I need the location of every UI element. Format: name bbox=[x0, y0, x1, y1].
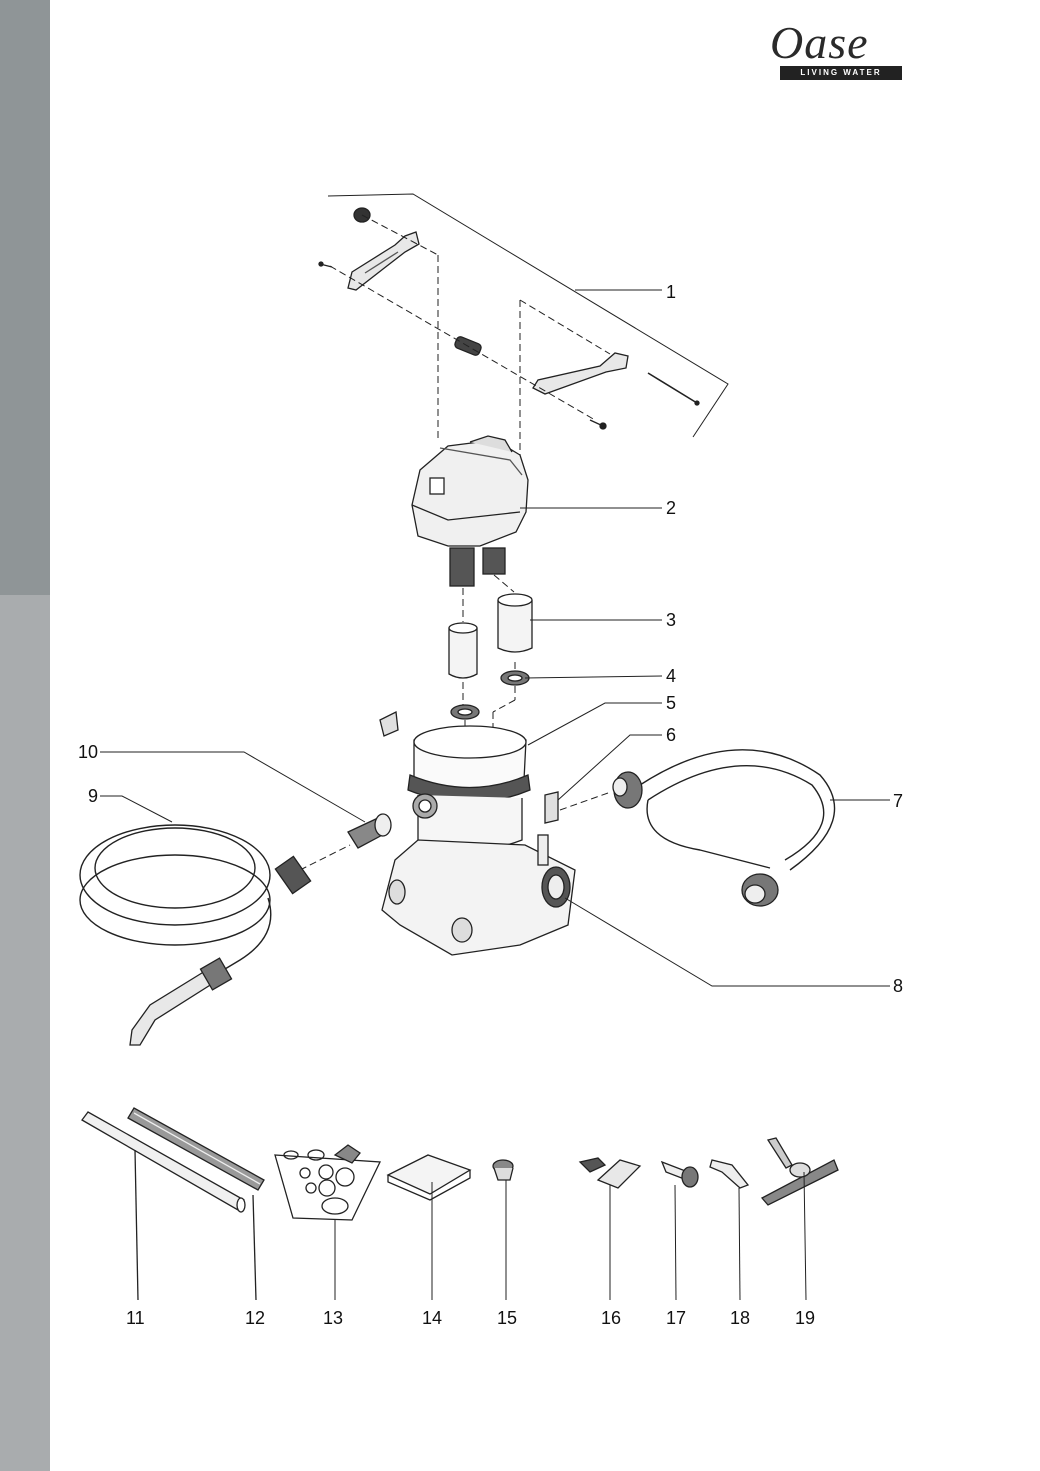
manual-part bbox=[386, 1154, 472, 1300]
callout-9: 9 bbox=[88, 786, 99, 806]
logo-tagline: LIVING WATER bbox=[780, 66, 902, 80]
adapter-part bbox=[299, 813, 392, 871]
clip-part bbox=[544, 791, 609, 824]
floor-tool-part bbox=[760, 1137, 839, 1301]
callout-8: 8 bbox=[893, 976, 904, 996]
callout-1: 1 bbox=[666, 282, 677, 302]
callout-3: 3 bbox=[666, 610, 677, 630]
seal-set-part bbox=[274, 1144, 382, 1300]
callout-12: 12 bbox=[245, 1308, 266, 1328]
callout-10: 10 bbox=[78, 742, 99, 762]
seal-rings-part bbox=[450, 662, 530, 775]
motor-head-part bbox=[411, 435, 529, 587]
callout-17: 17 bbox=[666, 1308, 687, 1328]
callout-18: 18 bbox=[730, 1308, 751, 1328]
callout-6: 6 bbox=[666, 725, 677, 745]
logo-wordmark: Oase bbox=[770, 17, 869, 68]
callout-19: 19 bbox=[795, 1308, 816, 1328]
nozzle-cap-part bbox=[492, 1159, 514, 1300]
callout-7: 7 bbox=[893, 791, 904, 811]
hose-suction-part bbox=[79, 824, 312, 1046]
filter-cartridges-part bbox=[448, 574, 533, 679]
callout-11: 11 bbox=[126, 1308, 145, 1328]
callout-16: 16 bbox=[601, 1308, 622, 1328]
handle-assembly-part bbox=[318, 193, 729, 475]
base-housing bbox=[381, 834, 576, 956]
brush-nozzle-part bbox=[578, 1157, 642, 1300]
sidebar-band-light bbox=[0, 595, 50, 1471]
extension-tubes-part bbox=[81, 1107, 265, 1301]
coupling-part bbox=[660, 1160, 699, 1301]
oase-logo: Oase LIVING WATER bbox=[768, 18, 903, 84]
callout-15: 15 bbox=[497, 1308, 518, 1328]
callout-14: 14 bbox=[422, 1308, 443, 1328]
callout-5: 5 bbox=[666, 693, 677, 713]
hose-return-part bbox=[612, 749, 836, 907]
callout-2: 2 bbox=[666, 498, 677, 518]
crevice-tool-part bbox=[709, 1159, 750, 1301]
sidebar-band-dark bbox=[0, 0, 50, 595]
container-bucket-part bbox=[379, 711, 531, 851]
leader-lines bbox=[100, 289, 890, 987]
callout-13: 13 bbox=[323, 1308, 344, 1328]
callout-4: 4 bbox=[666, 666, 677, 686]
